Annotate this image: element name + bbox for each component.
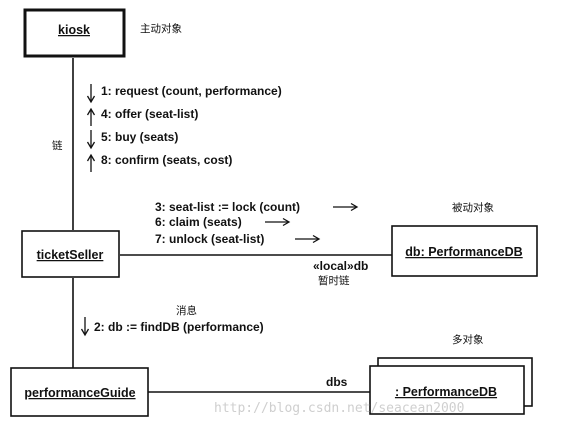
message-down-arrow-2 [80,317,90,337]
ticketseller-box [21,230,120,278]
temporary-link-annotation: 暂时链 [318,274,350,287]
performance-db-box [391,225,538,277]
object-kiosk[interactable]: kiosk [23,8,126,58]
object-performance-db-multi[interactable]: : PerformanceDB [369,357,533,415]
performance-guide-box [10,367,149,417]
message-lock: 3: seat-list := lock (count) [155,200,300,214]
multi-object-annotation: 多对象 [452,333,484,346]
passive-object-annotation: 被动对象 [452,201,494,214]
message-right-arrow-7 [295,234,321,244]
message-annotation: 消息 [176,304,197,317]
message-buy: 5: buy (seats) [101,130,178,144]
message-finddb: 2: db := findDB (performance) [94,320,264,334]
message-up-arrow-8 [86,153,96,172]
ticketseller-label: ticketSeller [37,248,104,262]
message-right-arrow-6 [265,217,291,227]
active-object-annotation: 主动对象 [140,22,182,35]
link-annotation: 链 [52,139,63,152]
message-unlock: 7: unlock (seat-list) [155,232,264,246]
message-offer: 4: offer (seat-list) [101,107,198,121]
message-request: 1: request (count, performance) [101,84,282,98]
watermark-text: http://blog.csdn.net/seacean2000 [214,401,464,416]
message-down-arrow-1 [86,84,96,104]
message-up-arrow-4 [86,107,96,126]
message-down-arrow-5 [86,130,96,150]
link-label-dbs: dbs [326,375,348,389]
object-ticketseller[interactable]: ticketSeller [21,230,120,278]
link-label-local-db: «local»db [313,259,368,273]
message-claim: 6: claim (seats) [155,215,242,229]
object-performance-guide[interactable]: performanceGuide [10,367,149,417]
message-confirm: 8: confirm (seats, cost) [101,153,232,167]
performance-guide-label: performanceGuide [24,386,135,400]
kiosk-label: kiosk [58,23,90,37]
message-right-arrow-3 [333,202,359,212]
object-performance-db[interactable]: db: PerformanceDB [391,225,538,277]
performance-db-multi-label: : PerformanceDB [395,385,497,399]
multi-object-front-box [369,365,525,415]
kiosk-box [23,8,126,58]
performance-db-label: db: PerformanceDB [405,245,522,259]
